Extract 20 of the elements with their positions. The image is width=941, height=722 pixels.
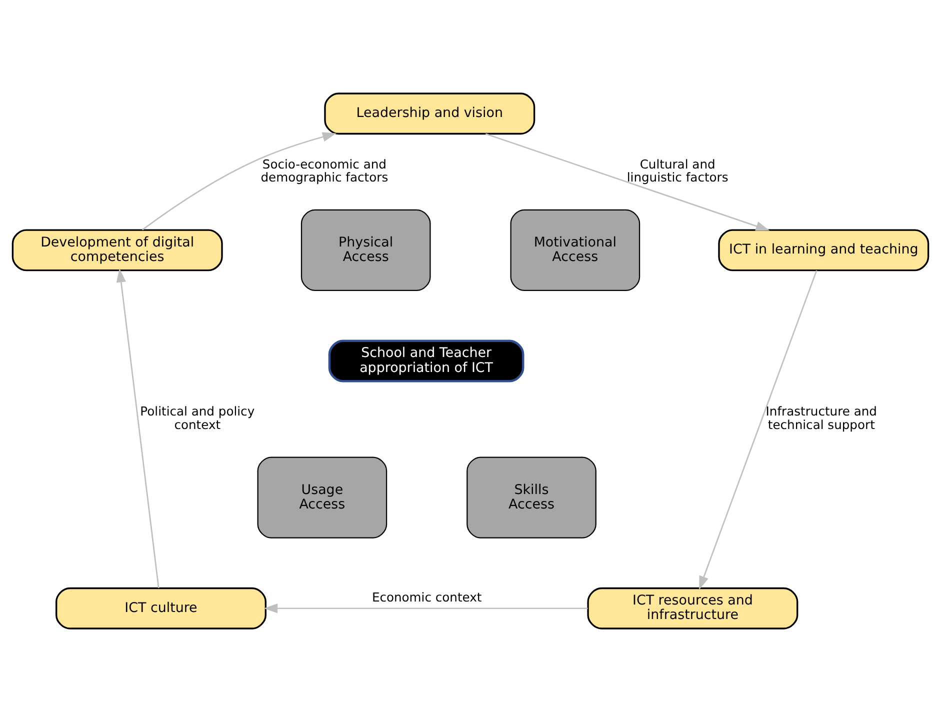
arrow [142,132,336,230]
edge-label: Infrastructure and technical support [766,404,878,432]
node-box: School and Teacher appropriation of ICT [328,340,524,382]
node-box: Leadership and vision [324,92,536,135]
node-box: Development of digital competencies [12,229,223,272]
node-box: Usage Access [257,456,388,538]
node-box: Motivational Access [510,209,640,292]
edge-label: Economic context [372,590,482,604]
node-box: ICT culture [56,587,266,630]
arrow [699,270,818,590]
arrow [116,268,160,588]
node-box: ICT in learning and teaching [718,229,930,272]
edge-label: Cultural and linguistic factors [626,157,728,185]
node-box: Skills Access [466,456,596,538]
edge-label: Political and policy context [140,404,255,432]
arrow [485,133,770,231]
edge-label: Socio-economic and demographic factors [260,157,388,185]
node-box: Physical Access [300,209,431,292]
node-box: ICT resources and infrastructure [587,587,798,630]
arrow [264,604,588,614]
